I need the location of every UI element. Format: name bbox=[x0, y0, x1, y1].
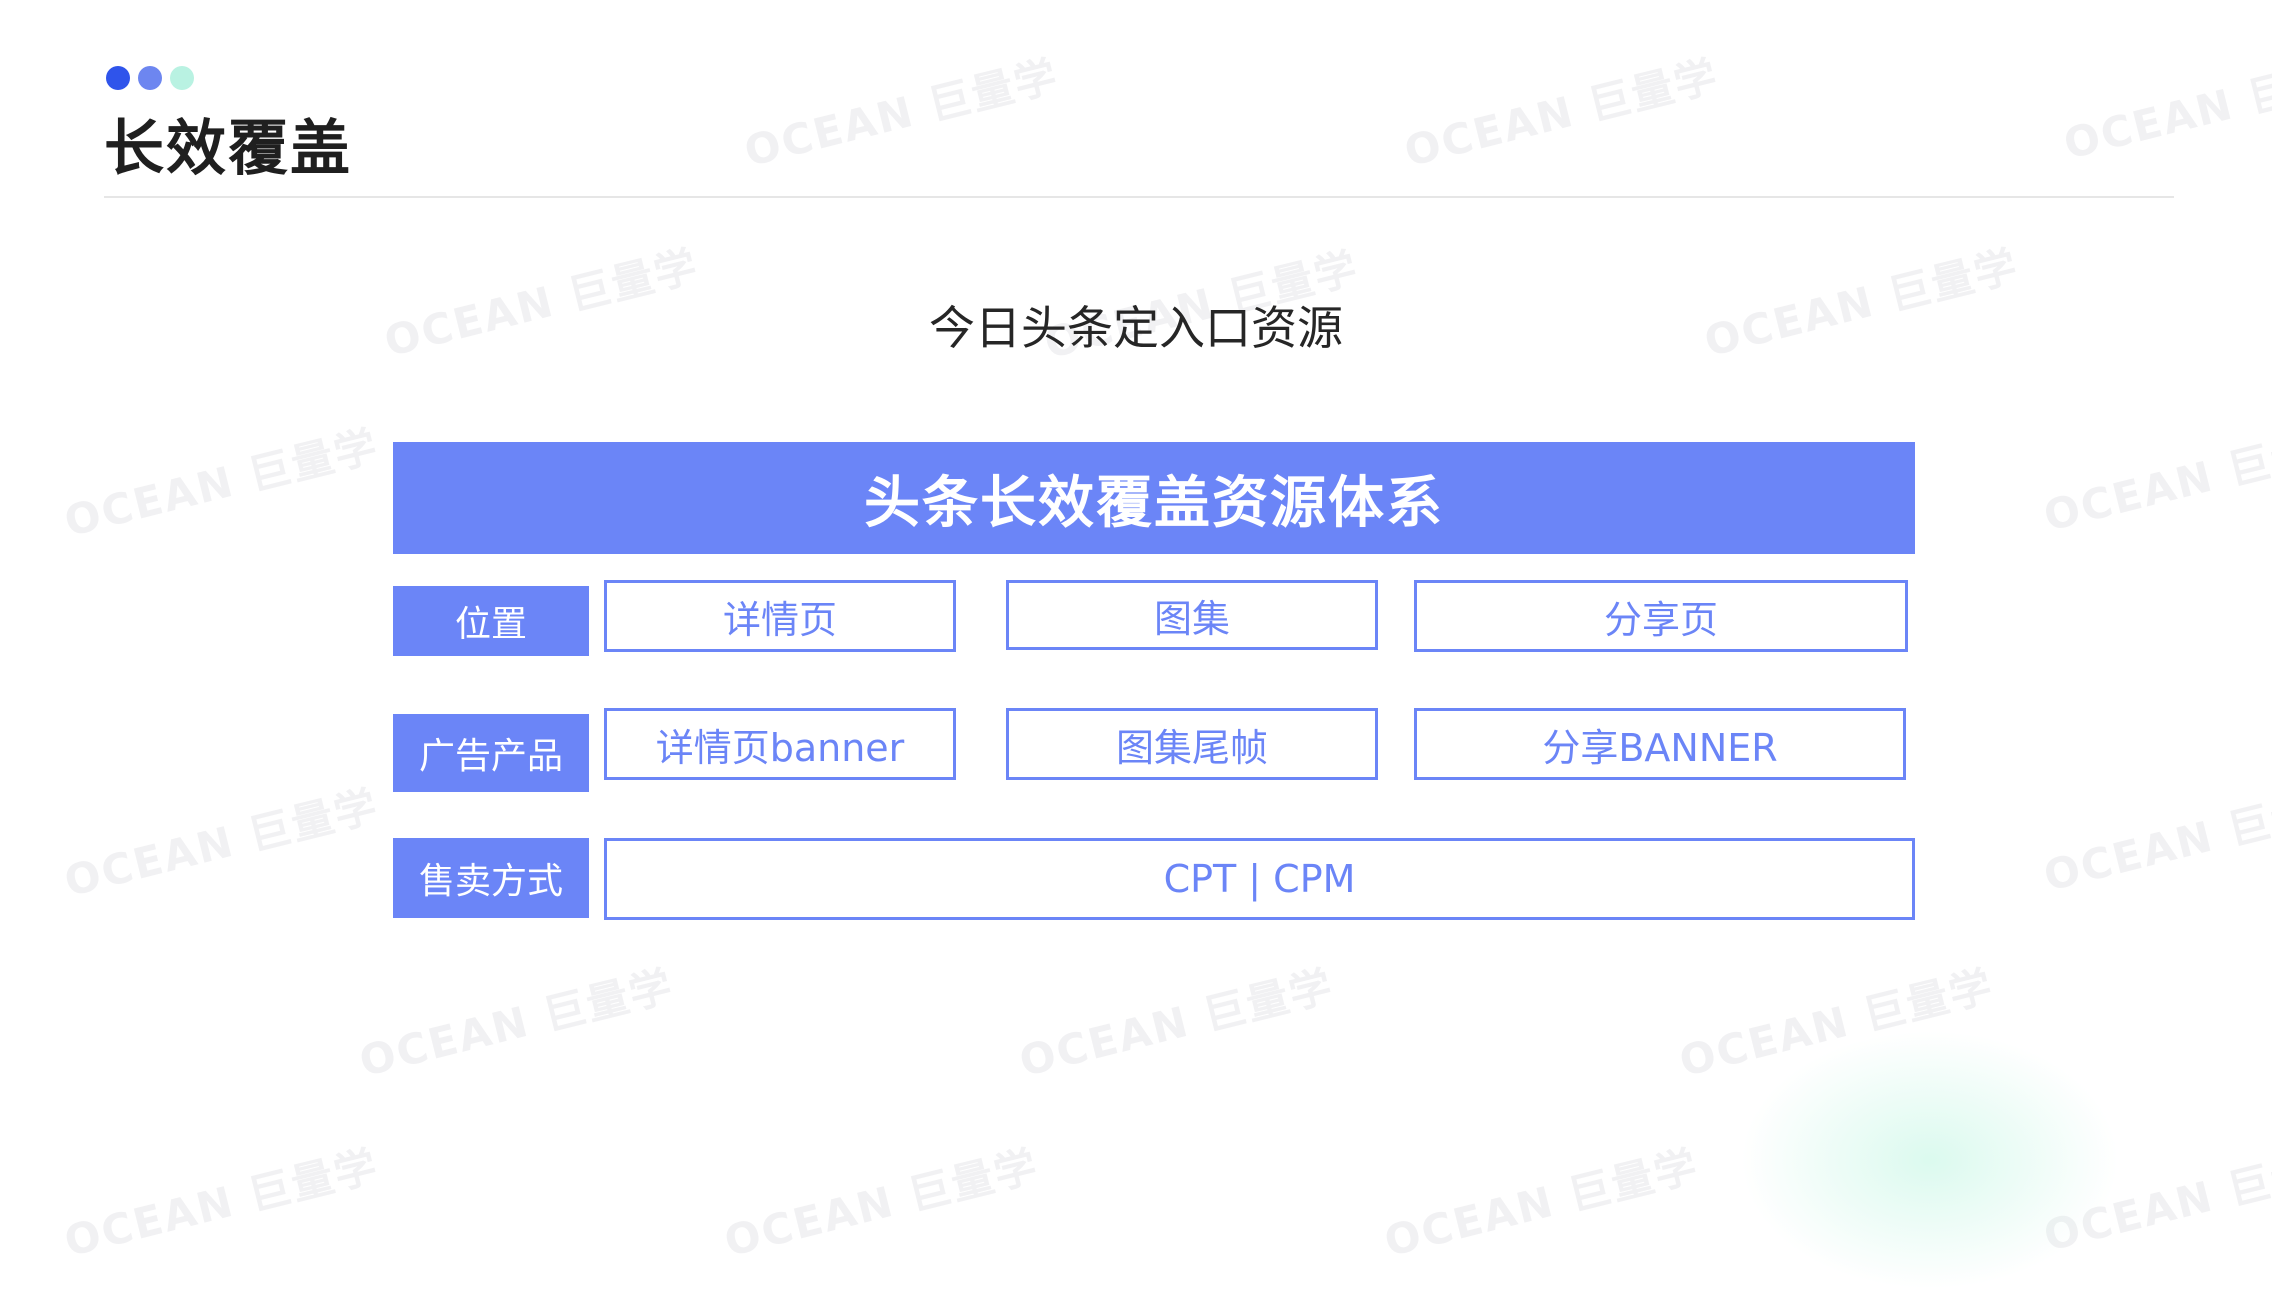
row-label-position: 位置 bbox=[393, 586, 589, 656]
dot-blue-icon bbox=[106, 66, 130, 90]
watermark-logo: OCEAN 巨量学 bbox=[354, 960, 679, 1087]
decoration-dots bbox=[106, 66, 194, 90]
watermark-logo: OCEAN 巨量 bbox=[2058, 54, 2272, 169]
watermark-logo: OCEAN 巨量学 bbox=[739, 50, 1064, 177]
watermark-logo: OCEAN 巨量学 bbox=[719, 1140, 1044, 1267]
watermark-logo: OCEAN 巨量学 bbox=[1399, 50, 1724, 177]
row-label-sales-method: 售卖方式 bbox=[393, 838, 589, 918]
cell-gallery: 图集 bbox=[1006, 580, 1378, 650]
row-label-ad-product: 广告产品 bbox=[393, 714, 589, 792]
watermark-logo: OCEAN 巨量 bbox=[2038, 426, 2272, 541]
watermark-logo: OCEAN 巨量学 bbox=[59, 1140, 384, 1267]
cell-share-banner: 分享BANNER bbox=[1414, 708, 1906, 780]
header-divider bbox=[104, 196, 2174, 198]
watermark-logo: OCEAN 巨量学 bbox=[59, 780, 384, 907]
cell-pricing-model: CPT | CPM bbox=[604, 838, 1915, 920]
section-subtitle: 今日头条定入口资源 bbox=[929, 301, 1343, 355]
watermark-logo: OCEAN 巨量学 bbox=[1379, 1140, 1704, 1267]
slide-title: 长效覆盖 bbox=[104, 114, 352, 184]
cell-gallery-end-frame: 图集尾帧 bbox=[1006, 708, 1378, 780]
cell-detail-banner: 详情页banner bbox=[604, 708, 956, 780]
cell-detail-page: 详情页 bbox=[604, 580, 956, 652]
watermark-logo: OCEAN 巨量学 bbox=[1014, 960, 1339, 1087]
watermark-logo: OCEAN 巨量学 bbox=[59, 420, 384, 547]
background-glow bbox=[1740, 1030, 2120, 1290]
dot-mint-icon bbox=[170, 66, 194, 90]
resource-system-banner: 头条长效覆盖资源体系 bbox=[393, 442, 1915, 554]
cell-share-page: 分享页 bbox=[1414, 580, 1908, 652]
dot-lightblue-icon bbox=[138, 66, 162, 90]
watermark-logo: OCEAN 巨量 bbox=[2038, 786, 2272, 901]
